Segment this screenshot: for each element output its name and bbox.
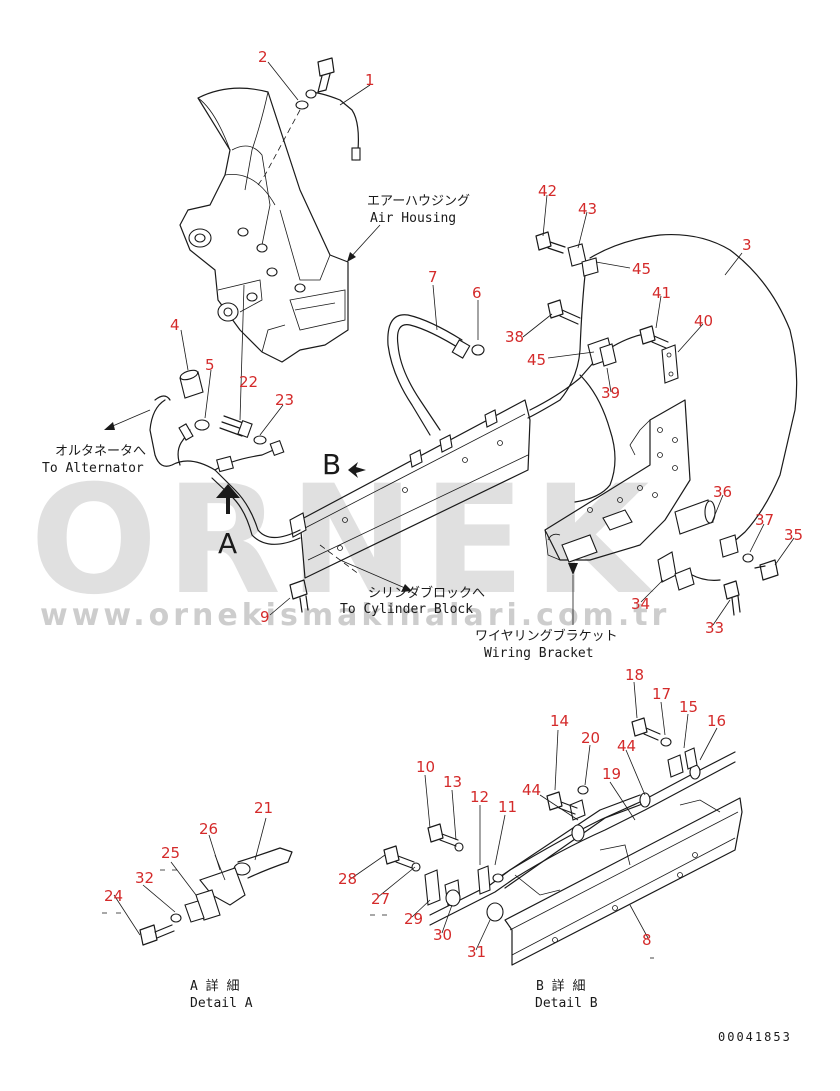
callout-44-left: 44	[522, 781, 541, 799]
callout-36: 36	[713, 483, 732, 501]
callout-7: 7	[428, 268, 438, 286]
callout-8: 8	[642, 931, 652, 949]
callout-numbers: 1 2 3 4 5 6 7 8 9 10 11 12 13 14 15 16 1…	[104, 48, 803, 961]
callout-18: 18	[625, 666, 644, 684]
callout-45-top: 45	[632, 260, 651, 278]
callout-33: 33	[705, 619, 724, 637]
callout-14: 14	[550, 712, 569, 730]
callout-10: 10	[416, 758, 435, 776]
callout-16: 16	[707, 712, 726, 730]
leader-lines	[113, 61, 795, 951]
dash-marks	[102, 869, 654, 959]
callout-41: 41	[652, 284, 671, 302]
callout-40: 40	[694, 312, 713, 330]
detail-b-label-jp: B 詳 細	[536, 978, 585, 994]
detail-a-drawing	[139, 847, 293, 946]
callout-2: 2	[258, 48, 268, 66]
callout-26: 26	[199, 820, 218, 838]
air-housing-label-jp: エアーハウジング	[367, 194, 470, 209]
callout-3: 3	[742, 236, 752, 254]
callout-22: 22	[239, 373, 258, 391]
callout-37: 37	[755, 511, 774, 529]
callout-20: 20	[581, 729, 600, 747]
callout-1: 1	[365, 71, 375, 89]
callout-11: 11	[498, 798, 517, 816]
view-letter-b: B	[322, 448, 341, 481]
callout-19: 19	[602, 765, 621, 783]
text-labels: エアーハウジング Air Housing オルタネータへ To Alternat…	[42, 194, 792, 1044]
callout-5: 5	[205, 356, 215, 374]
callout-32: 32	[135, 869, 154, 887]
alternator-label-jp: オルタネータへ	[55, 444, 146, 459]
callout-45-middle: 45	[527, 351, 546, 369]
cylinder-label-en: To Cylinder Block	[340, 602, 473, 617]
callout-12: 12	[470, 788, 489, 806]
callout-44-right: 44	[617, 737, 636, 755]
callout-43: 43	[578, 200, 597, 218]
callout-31: 31	[467, 943, 486, 961]
callout-25: 25	[161, 844, 180, 862]
detail-a-label-en: Detail A	[190, 996, 253, 1011]
callout-9: 9	[260, 608, 270, 626]
detail-a-label-jp: A 詳 細	[190, 978, 239, 994]
alternator-label-en: To Alternator	[42, 461, 144, 476]
callout-21: 21	[254, 799, 273, 817]
callout-34: 34	[631, 595, 650, 613]
harness-bracket-drawing	[104, 231, 798, 625]
callout-6: 6	[472, 284, 482, 302]
wiring-label-en: Wiring Bracket	[484, 646, 594, 661]
callout-23: 23	[275, 391, 294, 409]
callout-4: 4	[170, 316, 180, 334]
drawing-code: 00041853	[718, 1030, 792, 1044]
detail-b-drawing	[383, 717, 743, 966]
callout-38: 38	[505, 328, 524, 346]
callout-35: 35	[784, 526, 803, 544]
view-letter-a: A	[218, 527, 237, 560]
wiring-label-jp: ワイヤリングブラケット	[475, 628, 618, 644]
detail-b-label-en: Detail B	[535, 996, 598, 1011]
callout-13: 13	[443, 773, 462, 791]
cylinder-label-jp: シリンダブロックへ	[368, 585, 485, 601]
callout-24: 24	[104, 887, 123, 905]
callout-42: 42	[538, 182, 557, 200]
callout-27: 27	[371, 890, 390, 908]
watermark-url: www.ornekismakinalari.com.tr	[40, 598, 670, 633]
air-housing-label-en: Air Housing	[370, 211, 456, 226]
callout-15: 15	[679, 698, 698, 716]
callout-29: 29	[404, 910, 423, 928]
callout-39: 39	[601, 384, 620, 402]
callout-30: 30	[433, 926, 452, 944]
air-housing-drawing	[179, 57, 381, 363]
callout-28: 28	[338, 870, 357, 888]
callout-17: 17	[652, 685, 671, 703]
